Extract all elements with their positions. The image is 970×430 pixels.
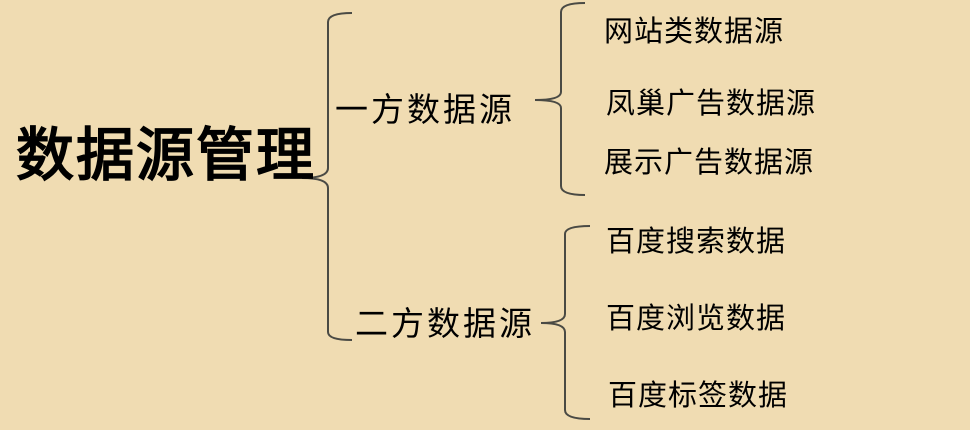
root-bracket [301, 12, 353, 341]
leaf-baidu-tag-data: 百度标签数据 [608, 378, 789, 412]
root-node-data-source-management: 数据源管理 [16, 121, 317, 189]
leaf-fengchao-ad-data-source: 凤巢广告数据源 [606, 86, 817, 120]
branch-second-party-data-source: 二方数据源 [355, 304, 535, 343]
first-party-bracket [534, 2, 586, 196]
leaf-website-data-source: 网站类数据源 [604, 14, 785, 48]
leaf-baidu-search-data: 百度搜索数据 [606, 224, 787, 258]
second-party-bracket [540, 225, 591, 420]
branch-first-party-data-source: 一方数据源 [335, 90, 515, 129]
leaf-display-ad-data-source: 展示广告数据源 [604, 145, 815, 179]
leaf-baidu-browse-data: 百度浏览数据 [606, 301, 787, 335]
